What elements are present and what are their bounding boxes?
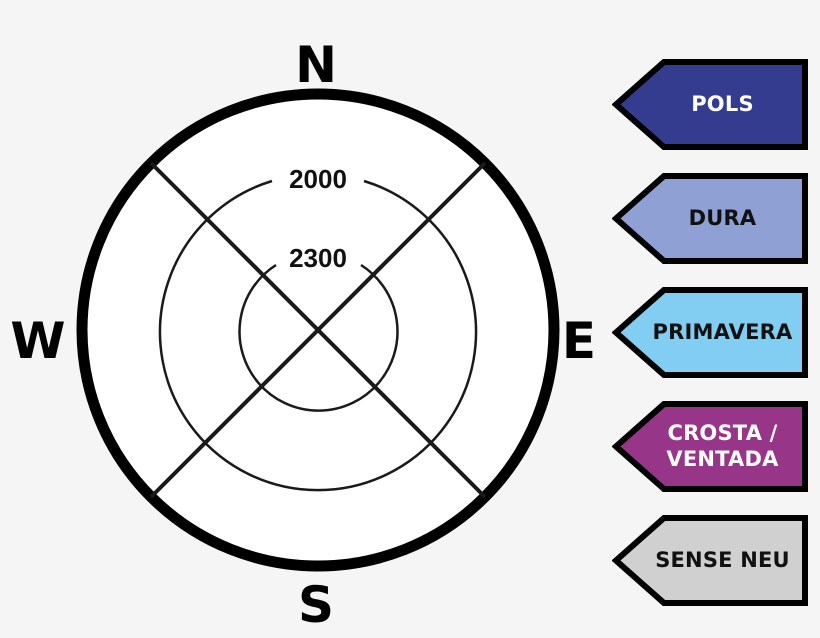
east-label: E bbox=[562, 312, 596, 370]
compass-rose: 2000 2300 N S E W bbox=[10, 36, 596, 634]
legend-label: DURA bbox=[688, 205, 757, 230]
legend-tag-pols[interactable]: POLS bbox=[612, 58, 809, 151]
ring-label-2000: 2000 bbox=[289, 164, 347, 194]
legend-label: SENSE NEU bbox=[655, 547, 790, 572]
ring-2300 bbox=[238, 263, 399, 412]
tag-arrow-shape bbox=[612, 515, 808, 606]
legend-label: PRIMAVERA bbox=[652, 319, 793, 344]
legend-tag-crosta-ventada[interactable]: CROSTA / VENTADA bbox=[612, 400, 809, 493]
ring-2000 bbox=[158, 179, 478, 492]
south-label: S bbox=[298, 576, 334, 634]
tag-arrow-shape bbox=[612, 173, 808, 264]
legend-tag-primavera[interactable]: PRIMAVERA bbox=[612, 286, 809, 379]
legend-tag-dura[interactable]: DURA bbox=[612, 172, 809, 265]
tag-arrow-shape bbox=[612, 401, 808, 492]
legend-tag-sense-neu[interactable]: SENSE NEU bbox=[612, 514, 809, 607]
ring-label-2300: 2300 bbox=[289, 243, 347, 273]
north-label: N bbox=[295, 36, 337, 94]
legend-label: CROSTA / VENTADA bbox=[666, 421, 779, 471]
legend-label: POLS bbox=[691, 91, 754, 116]
tag-arrow-shape bbox=[612, 287, 808, 378]
west-label: W bbox=[10, 312, 65, 370]
tag-arrow-shape bbox=[612, 59, 808, 150]
